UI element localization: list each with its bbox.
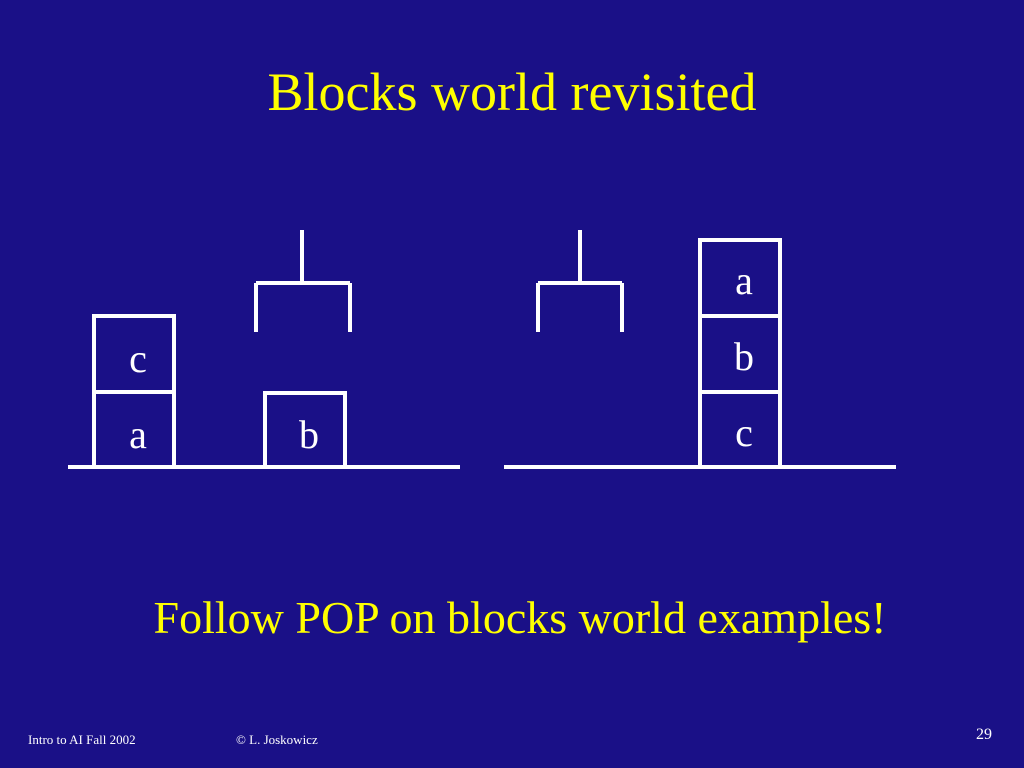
footer-course: Intro to AI Fall 2002 [28,732,136,747]
footer-author: © L. Joskowicz [236,732,318,747]
initial-block-b [263,391,347,469]
goal-block-a-label: a [735,258,753,303]
initial-block-a [92,390,176,469]
goal-block-c [698,390,782,469]
robot-gripper-icon [536,230,624,332]
goal-block-c-label: c [735,410,753,455]
initial-block-a-label: a [129,412,147,457]
initial-block-b-label: b [299,412,319,457]
robot-gripper-icon [254,230,352,332]
initial-block-c-label: c [129,336,147,381]
initial-state: c a b [68,230,460,469]
slide-caption: Follow POP on blocks world examples! [153,592,887,643]
goal-block-b-label: b [734,334,754,379]
slide-title: Blocks world revisited [267,62,757,122]
goal-state: a b c [504,230,896,469]
page-number: 29 [976,726,992,743]
